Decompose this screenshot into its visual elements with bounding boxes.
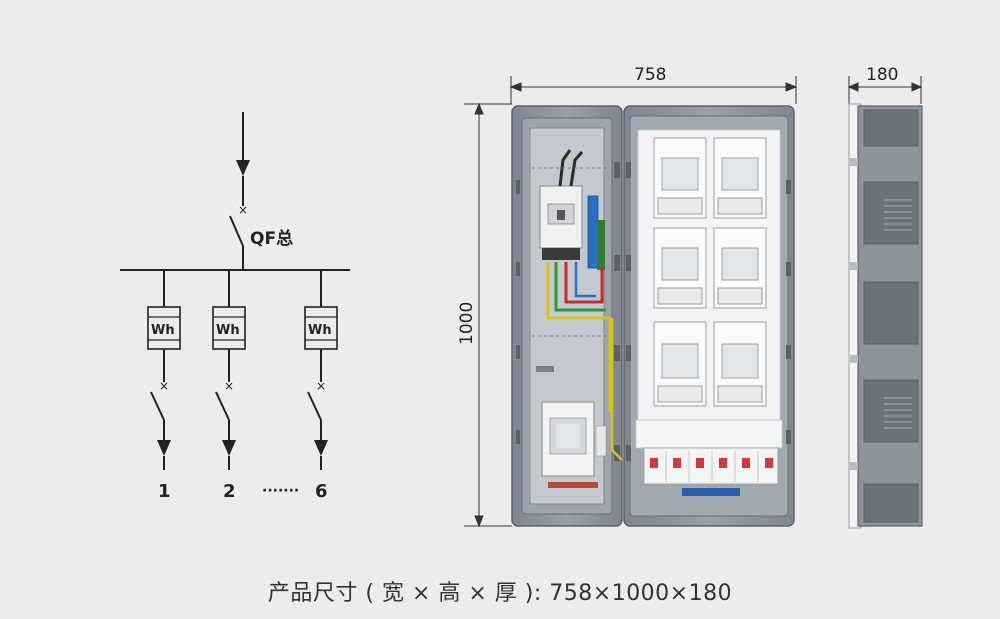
width-value: 758: [634, 65, 666, 85]
meter-label-6: Wh: [308, 323, 332, 338]
branch-label-1: 1: [158, 481, 171, 502]
svg-text:×: ×: [316, 379, 326, 393]
depth-value: 180: [866, 65, 898, 85]
meter-holder-4: [713, 227, 767, 309]
meter-holders: [653, 137, 767, 407]
main-breaker-contact: [229, 215, 244, 247]
depth-dimension: [847, 76, 923, 104]
cabinet-front-view: [511, 105, 795, 527]
branch-breaker-1: [150, 391, 165, 421]
branch-breaker-6: [307, 391, 322, 421]
meter-holder-3: [653, 227, 707, 309]
branch-2: Wh ×: [212, 270, 246, 470]
svg-text:×: ×: [224, 379, 234, 393]
meter-holder-1: [653, 137, 707, 219]
branch-1: Wh ×: [147, 270, 181, 470]
main-breaker-label: QF总: [250, 228, 293, 249]
width-dimension: [509, 76, 798, 104]
meter-label-2: Wh: [216, 323, 240, 338]
single-line-diagram: × QF总 Wh × Wh ×: [120, 112, 350, 470]
svg-text:×: ×: [159, 379, 169, 393]
branch-label-2: 2: [223, 481, 236, 502]
meter-holder-6: [713, 321, 767, 407]
svg-text:×: ×: [238, 203, 248, 217]
meter-label-1: Wh: [151, 323, 175, 338]
terminal-strip: [587, 195, 599, 269]
branch-label-6: 6: [315, 481, 328, 502]
incoming-arrow: [236, 160, 250, 176]
meter-holder-5: [653, 321, 707, 407]
height-dimension: [464, 102, 512, 528]
product-size-caption: 产品尺寸 ( 宽 × 高 × 厚 ): 758×1000×180: [267, 581, 733, 606]
neutral-bar: [682, 488, 740, 496]
height-value: 1000: [457, 302, 477, 345]
cabinet-side-view: [848, 103, 923, 529]
meter-holder-2: [713, 137, 767, 219]
branch-6: Wh ×: [304, 270, 338, 470]
branch-breaker-2: [215, 391, 230, 421]
branch-ellipsis: ·······: [262, 483, 299, 499]
